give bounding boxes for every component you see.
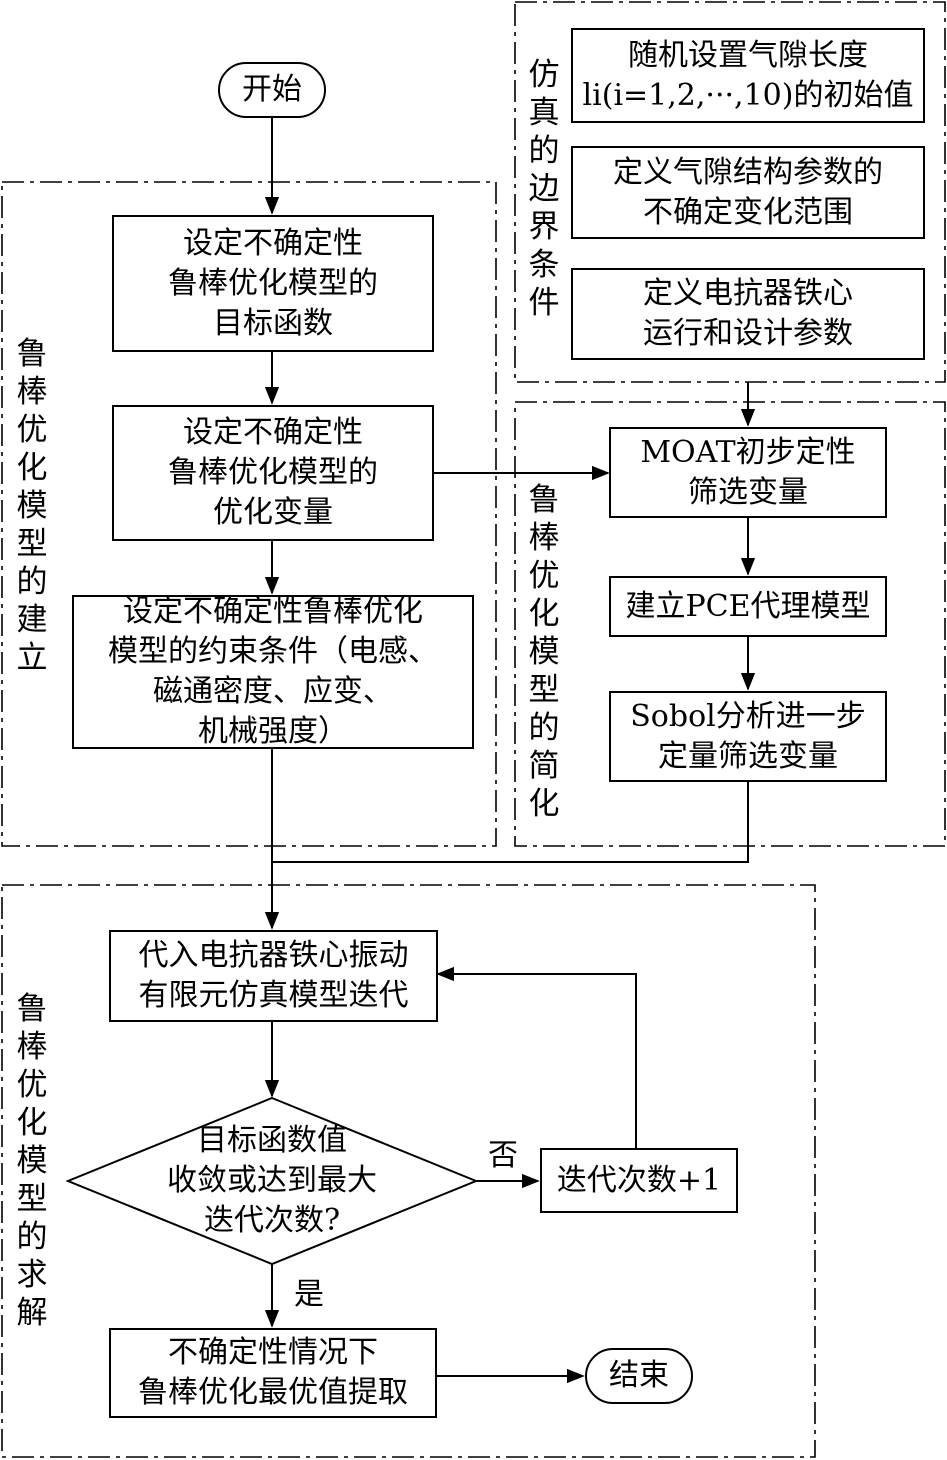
boundary-box-airgap-initial: 随机设置气隙长度 li(i=1,2,···,10)的初始值	[571, 28, 925, 123]
constraints-box: 设定不确定性鲁棒优化 模型的约束条件（电感、 磁通密度、应变、 机械强度）	[72, 594, 474, 749]
build-section-label: 鲁棒优化模型的建立	[16, 336, 48, 676]
decision-text: 目标函数值 收敛或达到最大 迭代次数?	[167, 1123, 377, 1238]
optimum-extraction-box: 不确定性情况下 鲁棒优化最优值提取	[109, 1328, 437, 1418]
line-sobol-to-merge	[272, 782, 749, 863]
boundary-box-airgap-range: 定义气隙结构参数的 不确定变化范围	[571, 146, 925, 239]
sobol-analysis-box: Sobol分析进一步 定量筛选变量	[609, 691, 887, 782]
simplify-section-label: 鲁棒优化模型的简化	[528, 482, 560, 822]
no-label: 否	[488, 1138, 518, 1173]
optimization-variables-box: 设定不确定性 鲁棒优化模型的 优化变量	[112, 405, 434, 541]
boundary-section-frame	[514, 1, 946, 383]
solve-section-label: 鲁棒优化模型的求解	[16, 991, 48, 1331]
start-terminal: 开始	[218, 62, 326, 118]
moat-screening-box: MOAT初步定性 筛选变量	[609, 427, 887, 518]
boundary-box-core-params: 定义电抗器铁心 运行和设计参数	[571, 268, 925, 360]
yes-label: 是	[294, 1277, 324, 1312]
pce-model-box: 建立PCE代理模型	[609, 576, 887, 637]
solve-section-frame	[1, 884, 816, 1458]
simplify-section-frame	[514, 401, 946, 847]
fem-iteration-box: 代入电抗器铁心振动 有限元仿真模型迭代	[109, 930, 438, 1022]
objective-function-box: 设定不确定性 鲁棒优化模型的 目标函数	[112, 215, 434, 352]
build-section-frame	[1, 181, 497, 847]
boundary-section-label: 仿真的边界条件	[528, 57, 560, 321]
iteration-increment-box: 迭代次数+1	[540, 1148, 738, 1213]
arrow-increment-to-iterate	[436, 966, 637, 1148]
end-terminal: 结束	[585, 1348, 693, 1404]
